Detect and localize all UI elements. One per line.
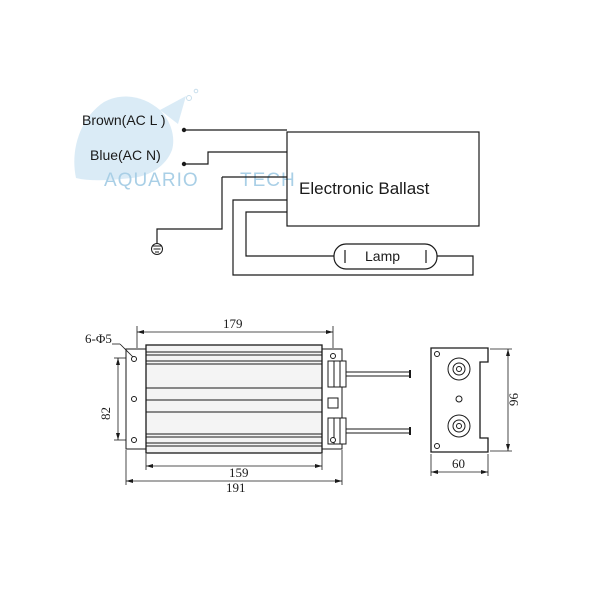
blue-wire: [184, 151, 287, 165]
dim-159-label: 159: [229, 465, 249, 480]
watermark-logo: AQUARIO TECH: [74, 88, 296, 191]
lamp-wire-inner: [245, 211, 334, 257]
holes-label: 6-Φ5: [85, 331, 112, 346]
side-connector-top: [447, 357, 471, 381]
dim-82-label: 82: [98, 407, 113, 420]
watermark-text-right: TECH: [240, 170, 296, 191]
blue-terminal-dot: [181, 161, 187, 167]
side-connector-bottom: [447, 414, 471, 438]
side-view-body: [430, 347, 489, 453]
dim-191-label: 191: [226, 480, 246, 495]
earth-wire: [156, 177, 223, 244]
electronic-ballast-box: [286, 131, 480, 227]
lamp-wire-outer: [232, 199, 474, 276]
dim-179-label: 179: [223, 316, 243, 331]
ballast-label: Electronic Ballast: [299, 179, 430, 198]
blue-wire-label: Blue(AC N): [90, 147, 161, 163]
watermark-fish-icon: [74, 96, 174, 181]
earth-ground-icon: [151, 243, 163, 255]
brown-terminal-dot: [181, 127, 187, 133]
dim-60-label: 60: [452, 456, 465, 471]
side-dimension-lines: [430, 348, 512, 476]
lamp-label: Lamp: [365, 248, 400, 264]
front-dimension-arrows: [116, 330, 342, 483]
dim-96-label: 96: [506, 393, 521, 407]
brown-wire-label: Brown(AC L ): [82, 112, 166, 128]
lamp-tube: [333, 243, 438, 270]
side-dimension-arrows: [431, 349, 510, 474]
front-dimension-lines: [112, 326, 343, 485]
watermark-text-left: AQUARIO: [104, 170, 199, 191]
front-view: [125, 344, 411, 454]
mounting-holes: [131, 353, 336, 443]
wiring-diagram: [156, 129, 480, 276]
ballast-housing: [145, 344, 323, 454]
side-view: [430, 347, 489, 453]
cable-gland-top: [327, 360, 347, 388]
